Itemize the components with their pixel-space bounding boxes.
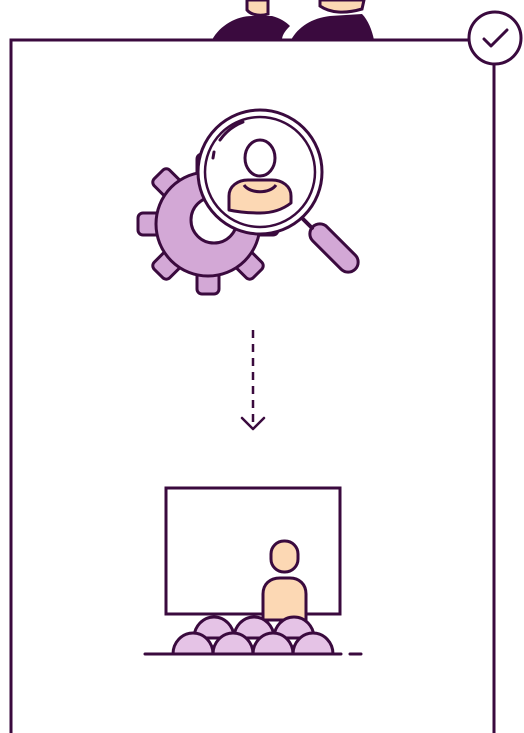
checkmark-badge-icon (467, 10, 523, 66)
presenter-icon (261, 539, 308, 622)
feet-icon (212, 0, 374, 40)
audience-icon (171, 615, 335, 656)
dashed-arrow-down-icon (240, 330, 266, 431)
person-icon (227, 138, 293, 215)
presentation-board-icon (164, 486, 342, 616)
